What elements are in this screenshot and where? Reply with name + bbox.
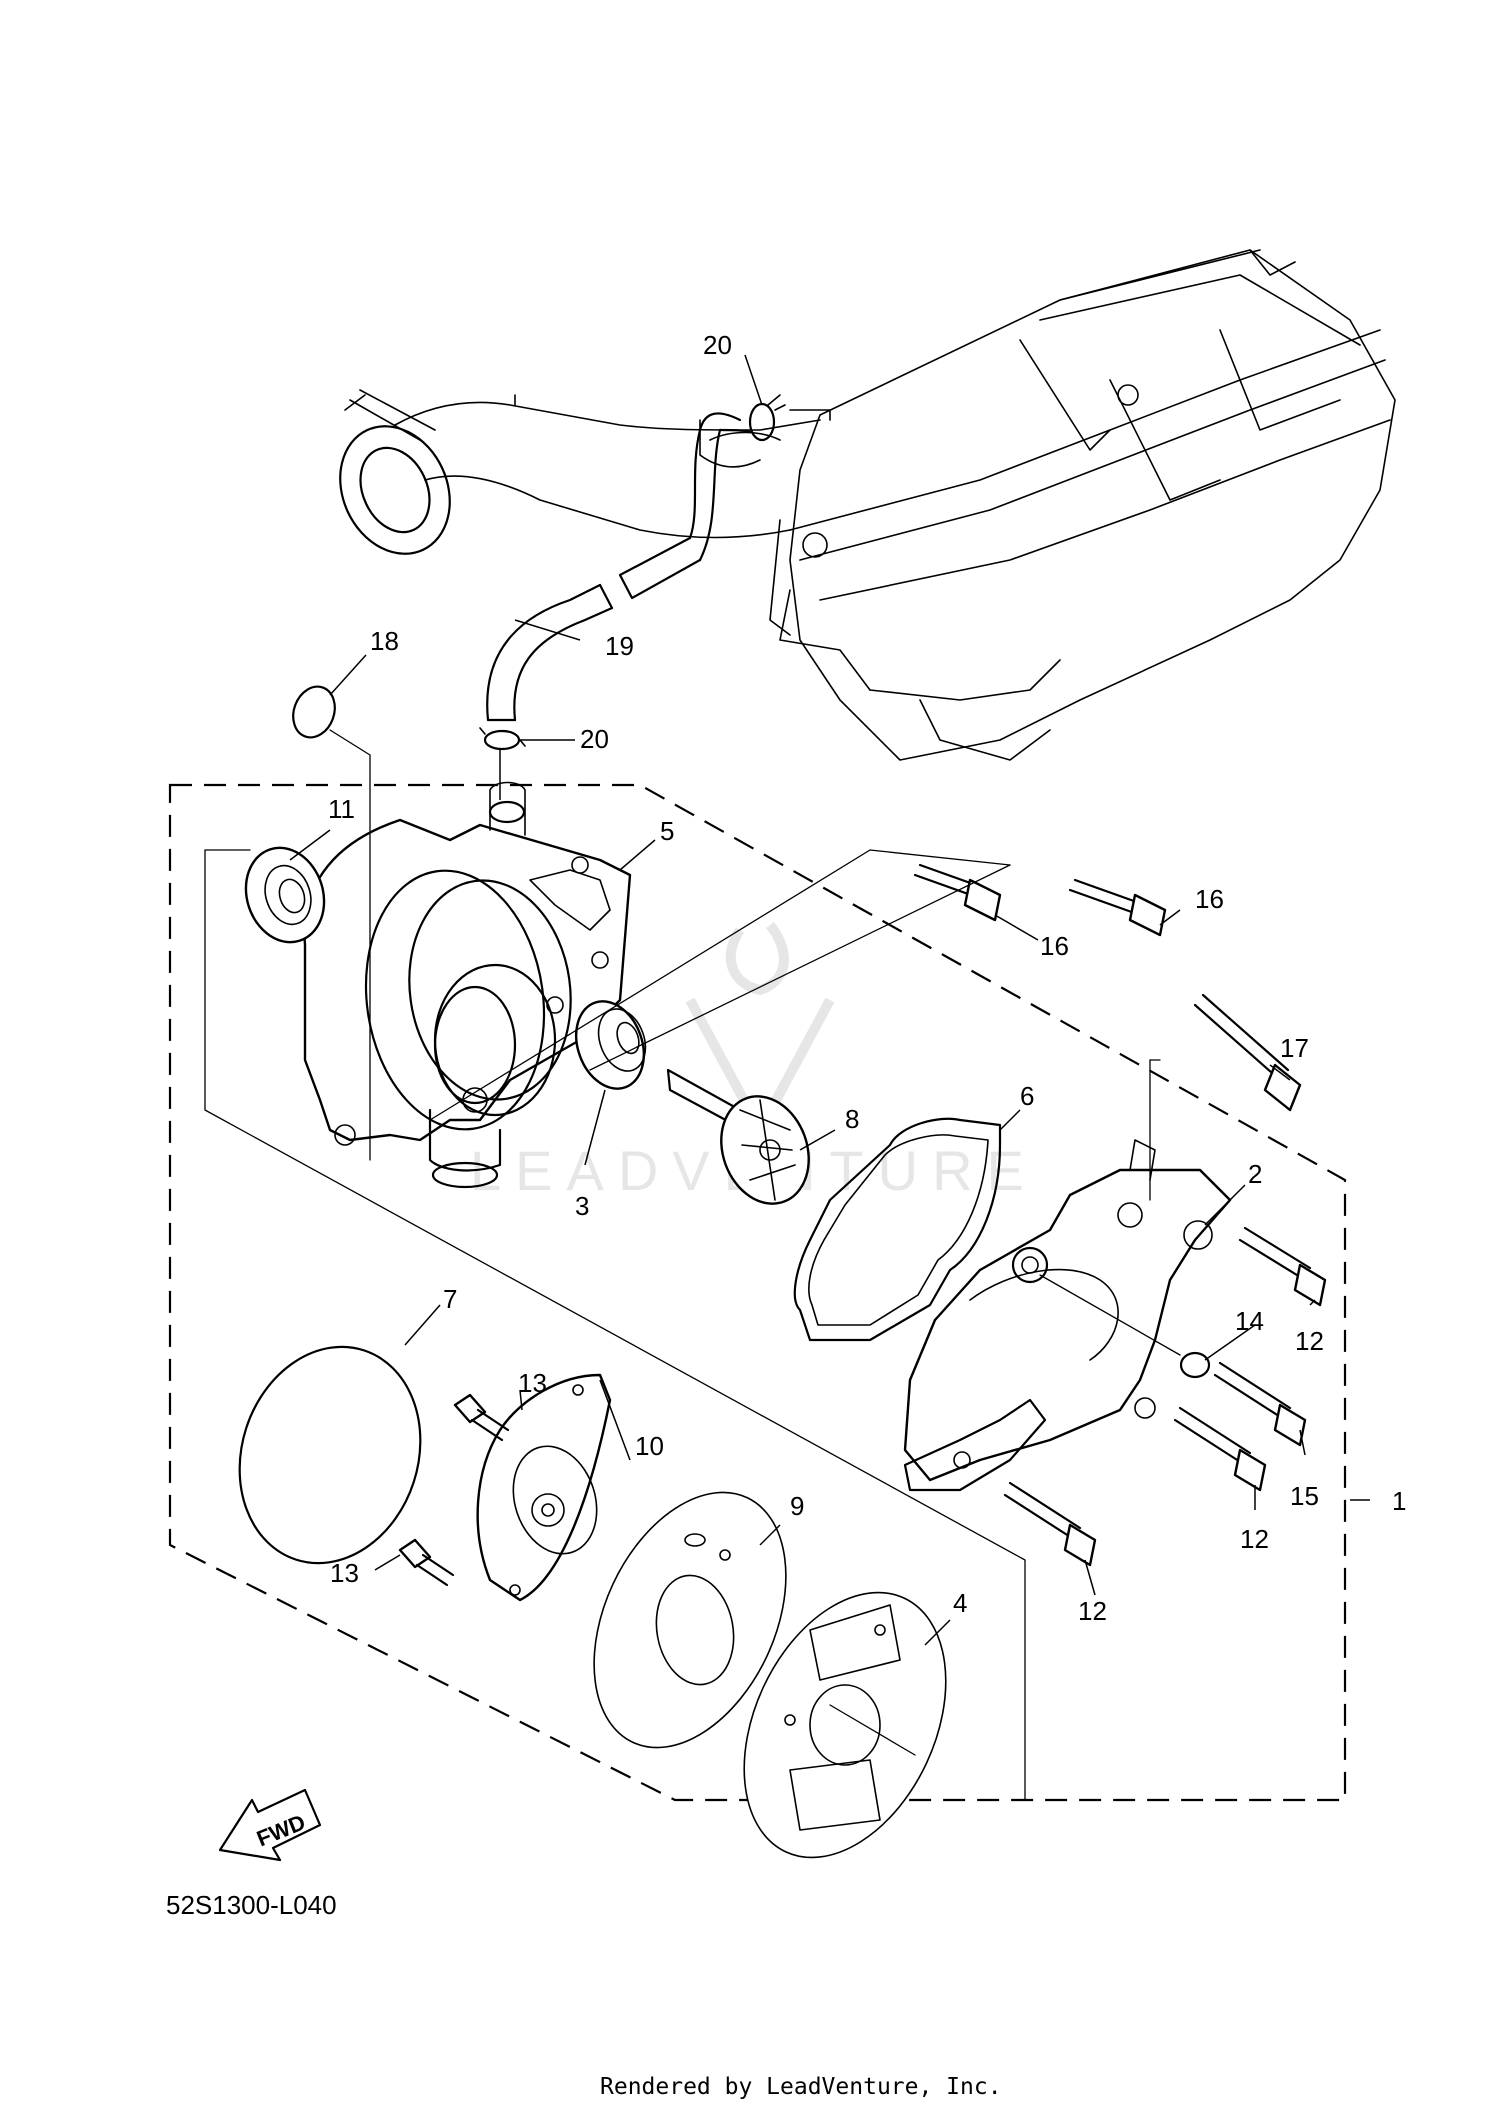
callout-13-a: 13 [518, 1368, 547, 1398]
plate-10 [476, 1373, 612, 1602]
callout-10: 10 [635, 1431, 664, 1461]
breather-hose [486, 412, 752, 722]
callout-9: 9 [790, 1491, 804, 1521]
callouts: 1 2 3 4 5 6 7 8 9 10 11 12 12 12 13 13 1… [328, 330, 1406, 1626]
assembly-guide-lines [204, 729, 1181, 1801]
callout-14: 14 [1235, 1306, 1264, 1336]
callout-20-b: 20 [580, 724, 609, 754]
callout-17: 17 [1280, 1033, 1309, 1063]
gasket-6 [793, 1117, 1002, 1342]
callout-8: 8 [845, 1104, 859, 1134]
callout-2: 2 [1248, 1159, 1262, 1189]
callout-19: 19 [605, 631, 634, 661]
diagram-code: 52S1300-L040 [166, 1890, 337, 1920]
assembly-boundary [168, 783, 1347, 1802]
callout-16-a: 16 [1040, 931, 1069, 961]
callout-leaders [289, 354, 1370, 1646]
watermark-flame-icon [725, 921, 789, 996]
plate-9 [593, 1491, 787, 1749]
o-ring-7 [238, 1345, 422, 1565]
callout-5: 5 [660, 816, 674, 846]
bolt-13-b [398, 1538, 455, 1587]
callout-3: 3 [575, 1191, 589, 1221]
intake-duct [339, 389, 831, 555]
callout-11: 11 [328, 794, 355, 824]
callout-12-a: 12 [1295, 1326, 1324, 1356]
pump-cover-2 [903, 1139, 1232, 1492]
bolt-12-c [1003, 1481, 1097, 1567]
bolt-12-b [1173, 1406, 1267, 1492]
pump-housing [303, 781, 632, 1189]
callout-6: 6 [1020, 1081, 1034, 1111]
callout-16-b: 16 [1195, 884, 1224, 914]
mechanical-seal-3 [575, 1000, 647, 1090]
bolt-17 [1193, 993, 1302, 1112]
callout-18: 18 [370, 626, 399, 656]
bolt-15 [1213, 1361, 1307, 1447]
callout-20-a: 20 [703, 330, 732, 360]
air-box-assembly [769, 249, 1396, 761]
callout-7: 7 [443, 1284, 457, 1314]
callout-4: 4 [953, 1588, 967, 1618]
callout-12-b: 12 [1240, 1524, 1269, 1554]
render-credit: Rendered by LeadVenture, Inc. [600, 2074, 1002, 2100]
callout-15: 15 [1290, 1481, 1319, 1511]
bolt-13-a [453, 1393, 510, 1442]
plate-4 [743, 1591, 947, 1859]
bolt-12-a [1238, 1226, 1327, 1307]
oil-seal-11 [244, 846, 326, 944]
callout-13-b: 13 [330, 1558, 359, 1588]
impeller-shaft-8 [666, 1068, 810, 1205]
washer-14 [1179, 1351, 1211, 1379]
bolt-16-a [913, 863, 1002, 922]
callout-1: 1 [1392, 1486, 1406, 1516]
forward-arrow: FWD [218, 1788, 322, 1862]
o-ring-18 [292, 685, 336, 739]
bolt-16-b [1068, 878, 1167, 937]
hose-clamp-lower [479, 727, 526, 751]
callout-12-c: 12 [1078, 1596, 1107, 1626]
